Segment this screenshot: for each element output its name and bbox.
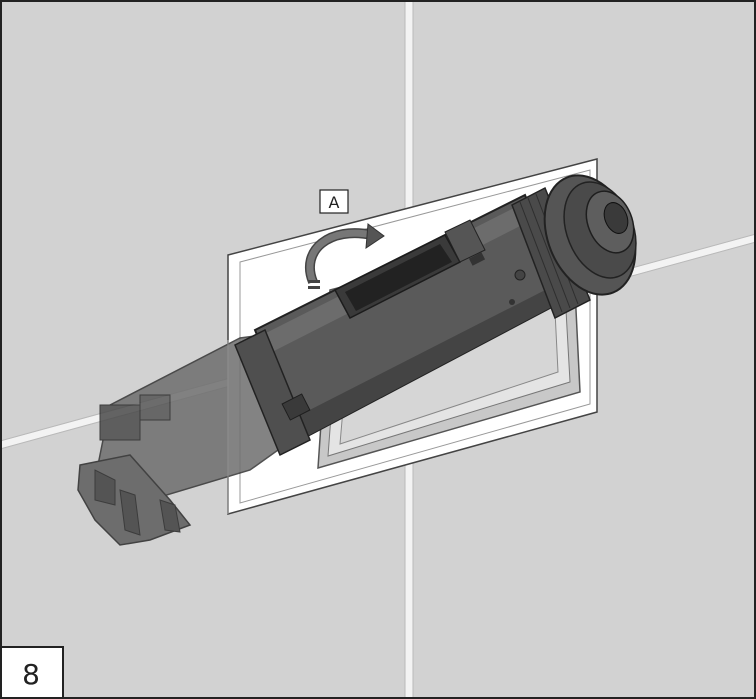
- cartridge-body: [234, 174, 637, 457]
- curved-rotation-arrow-icon: [304, 223, 385, 289]
- callout-label-a: A: [319, 189, 349, 214]
- callout-label-text: A: [329, 193, 340, 212]
- step-number-text: 8: [22, 658, 40, 691]
- step-number-box: 8: [0, 646, 64, 699]
